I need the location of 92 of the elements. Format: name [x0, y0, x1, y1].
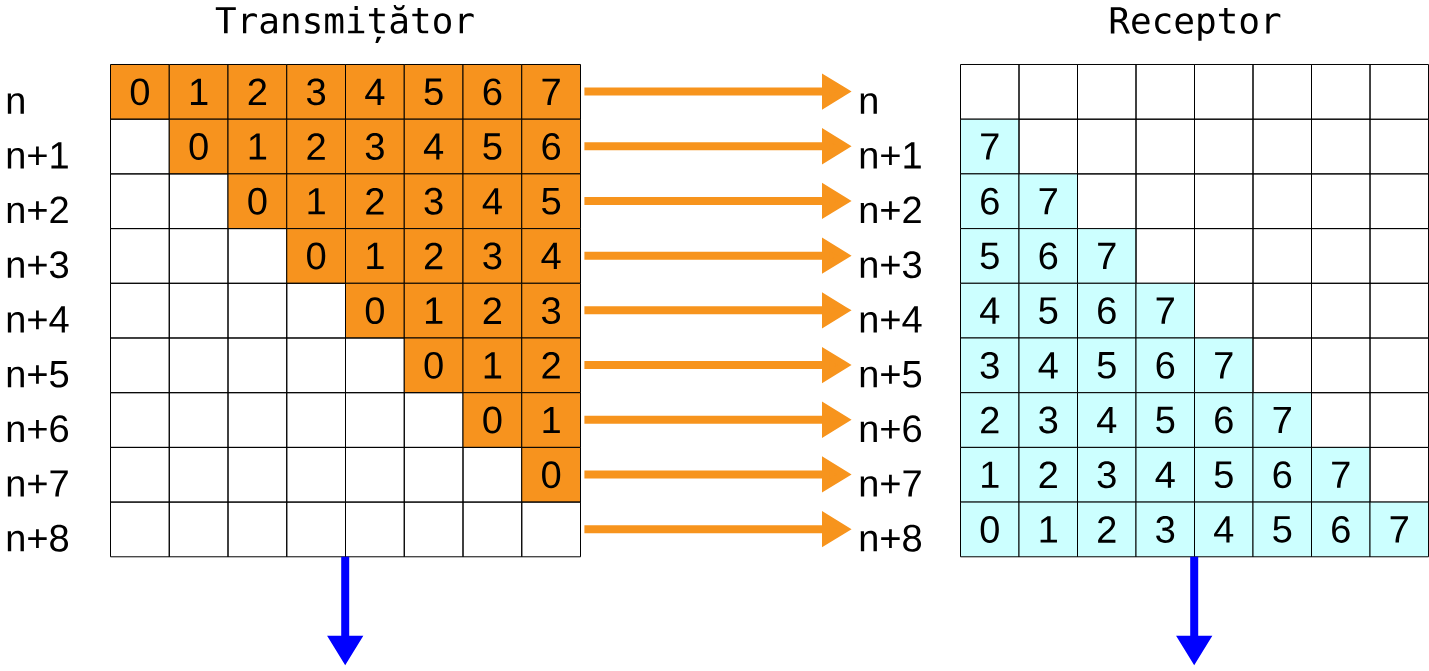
table-cell: 2: [521, 337, 581, 394]
table-cell: 3: [462, 228, 523, 284]
table-cell: 5: [960, 228, 1020, 284]
table-cell: 3: [960, 337, 1020, 394]
table-cell: 0: [462, 392, 523, 448]
table-cell: 6: [1018, 228, 1078, 284]
table-cell: 5: [1077, 337, 1137, 394]
row-label: n+1: [7, 142, 68, 169]
table-cell: 6: [1135, 337, 1195, 394]
table-cell: 6: [1252, 446, 1312, 503]
row-label: n+2: [860, 196, 921, 224]
table-cell: 4: [521, 228, 581, 284]
table-cell: 3: [1135, 501, 1195, 558]
table-cell: 6: [1194, 392, 1254, 448]
table-cell: 5: [403, 64, 464, 120]
table-cell: 4: [960, 282, 1020, 339]
table-cell: 1: [286, 173, 346, 230]
heading: Transmițător: [215, 5, 474, 43]
table-cell: 4: [403, 118, 464, 175]
row-label: n: [7, 93, 24, 114]
table-cell: 4: [1135, 446, 1195, 503]
table-cell: 5: [521, 173, 581, 230]
row-label: n+8: [7, 524, 68, 552]
table-cell: 0: [960, 501, 1020, 558]
table-cell: 1: [1018, 501, 1078, 558]
table-cell: 7: [1018, 173, 1078, 230]
table-cell: 7: [521, 64, 581, 120]
table-cell: 0: [286, 228, 346, 284]
table-cell: 1: [168, 64, 229, 120]
table-cell: 4: [462, 173, 523, 230]
row-label: n+3: [860, 251, 921, 279]
table-cell: 0: [227, 173, 288, 230]
row-label: n+8: [860, 524, 921, 552]
row-label: n+4: [7, 306, 69, 333]
table-cell: 6: [462, 64, 523, 120]
row-label: n+5: [860, 361, 922, 388]
table-cell: 3: [286, 64, 346, 120]
table-cell: 6: [521, 118, 581, 175]
table-cell: 2: [227, 64, 288, 120]
table-cell: 3: [1077, 446, 1137, 503]
table-cell: 3: [1018, 392, 1078, 448]
table-cell: 1: [227, 118, 288, 175]
row-label: n+5: [7, 361, 69, 388]
table-cell: 5: [1252, 501, 1312, 558]
table-cell: 3: [345, 118, 405, 175]
table-cell: 1: [403, 282, 464, 339]
table-cell: 0: [110, 64, 170, 120]
table-cell: 2: [1077, 501, 1137, 558]
heading: Receptor: [1110, 7, 1281, 41]
table-cell: 0: [403, 337, 464, 394]
table-cell: 2: [960, 392, 1020, 448]
table-cell: 3: [403, 173, 464, 230]
table-cell: 7: [960, 118, 1020, 175]
row-label: n+2: [7, 196, 68, 224]
table-cell: 4: [345, 64, 405, 120]
row-label: n+6: [860, 415, 921, 443]
table-cell: 4: [1194, 501, 1254, 558]
row-label: n+3: [7, 251, 68, 279]
row-label: n+4: [860, 306, 922, 333]
table-cell: 7: [1135, 282, 1195, 339]
table-cell: 2: [345, 173, 405, 230]
table-cell: 2: [1018, 446, 1078, 503]
table-cell: 5: [1194, 446, 1254, 503]
table-cell: 1: [345, 228, 405, 284]
table-cell: 7: [1194, 337, 1254, 394]
row-label: n+7: [860, 470, 921, 497]
table-cell: 4: [1077, 392, 1137, 448]
table-cell: 1: [521, 392, 581, 448]
table-cell: 0: [345, 282, 405, 339]
table-cell: 2: [462, 282, 523, 339]
table-cell: 7: [1252, 392, 1312, 448]
table-cell: 0: [521, 446, 581, 503]
row-label: n+7: [7, 470, 68, 497]
row-label: n: [860, 93, 877, 114]
table-cell: 6: [960, 173, 1020, 230]
table-cell: 6: [1311, 501, 1371, 558]
row-label: n+6: [7, 415, 68, 443]
table-cell: 0: [168, 118, 229, 175]
table-cell: 1: [462, 337, 523, 394]
table-cell: 1: [960, 446, 1020, 503]
table-cell: 5: [462, 118, 523, 175]
table-cell: 2: [403, 228, 464, 284]
table-cell: 6: [1077, 282, 1137, 339]
table-cell: 7: [1077, 228, 1137, 284]
row-label: n+1: [860, 142, 921, 169]
table-cell: 5: [1135, 392, 1195, 448]
table-cell: 5: [1018, 282, 1078, 339]
table-cell: 3: [521, 282, 581, 339]
table-cell: 2: [286, 118, 346, 175]
table-cell: 7: [1369, 501, 1429, 558]
table-cell: 4: [1018, 337, 1078, 394]
table-cell: 7: [1311, 446, 1371, 503]
